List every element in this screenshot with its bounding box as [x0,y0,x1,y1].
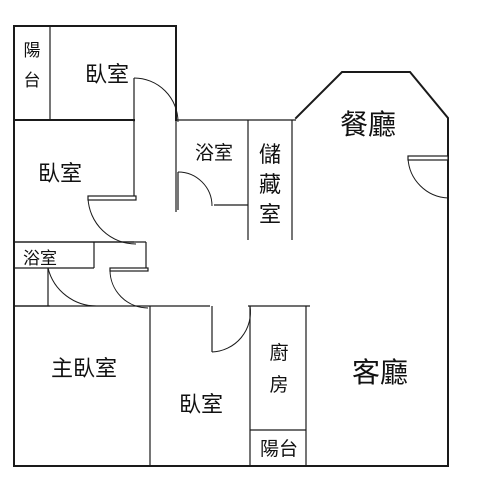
room-balcony-bottom: 陽台 [260,438,298,460]
door-bedroom-bottom [211,305,251,353]
room-storage-line1: 儲 [259,143,281,168]
door-bathroom-left [47,267,99,307]
room-balcony-top-line2: 台 [24,71,41,91]
room-bathroom-mid: 浴室 [195,142,233,164]
door-bathroom-left-2 [109,269,149,309]
room-kitchen-line2: 房 [269,374,288,396]
doors [47,77,449,353]
room-bedroom-bottom: 臥室 [179,393,223,418]
door-dining [407,157,449,199]
door-bedroom-left [87,197,137,245]
room-bathroom-left: 浴室 [23,249,57,269]
room-living: 客廳 [352,356,408,389]
room-bedroom-top: 臥室 [85,63,129,88]
door-bedroom-top [133,77,179,123]
room-bedroom-left: 臥室 [38,162,82,187]
room-balcony-top-line1: 陽 [24,41,41,61]
room-dining: 餐廳 [340,108,396,141]
room-labels: 陽 台 臥室 臥室 浴室 儲 藏 室 餐廳 浴室 主臥室 臥室 廚 房 客廳 陽… [23,41,408,460]
interior-walls [13,26,310,466]
room-storage-line2: 藏 [259,173,281,198]
room-kitchen-line1: 廚 [269,341,288,364]
door-bathroom-mid [177,171,213,207]
room-master-bedroom: 主臥室 [51,357,117,382]
outer-walls [13,25,449,467]
room-storage-line3: 室 [259,203,281,228]
